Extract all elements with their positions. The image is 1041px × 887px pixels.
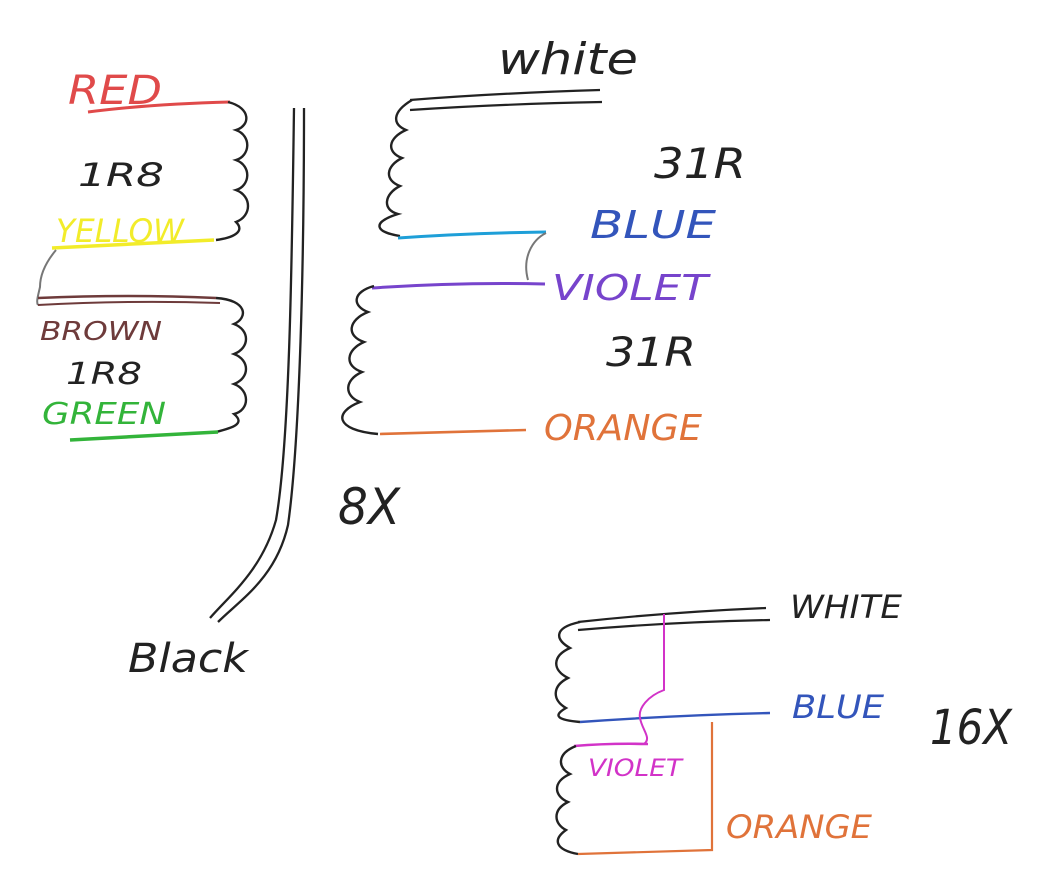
violet-link-16x <box>638 614 665 745</box>
blue-wire-16x <box>579 711 771 724</box>
coil-1 <box>215 100 250 242</box>
core-line-left <box>209 107 296 619</box>
orange-wire <box>379 428 527 436</box>
label-white: white <box>498 34 638 85</box>
label-1r8-top: 1R8 <box>78 156 164 194</box>
label-red: RED <box>68 68 162 114</box>
red-wire <box>87 100 231 114</box>
white-wire-top <box>409 88 601 102</box>
label-1r8-bottom: 1R8 <box>66 357 142 392</box>
brown-wire-top <box>37 294 217 300</box>
brown-wire-bottom <box>37 300 221 306</box>
coil-c <box>554 620 581 724</box>
gray-jumper <box>36 249 57 306</box>
yellow-wire <box>51 238 215 250</box>
orange-wire-16x <box>577 722 714 856</box>
label-violet-16x: VIOLET <box>588 754 685 782</box>
label-blue: BLUE <box>590 203 716 247</box>
right-16x-group <box>554 606 771 856</box>
label-white-16x: WHITE <box>790 588 903 626</box>
green-wire <box>69 430 219 442</box>
label-green: GREEN <box>42 397 166 432</box>
blue-wire <box>397 230 547 240</box>
label-black: Black <box>128 636 250 682</box>
label-yellow: YELLOW <box>56 212 185 250</box>
coil-b <box>341 284 379 436</box>
core-lines <box>209 107 306 623</box>
label-8x: 8X <box>338 478 402 536</box>
coil-d <box>555 744 579 856</box>
white-wire-16x-top <box>577 606 767 624</box>
violet-wire-16x <box>573 742 649 748</box>
left-winding-group <box>36 100 250 442</box>
white-wire-bottom <box>409 100 603 112</box>
label-violet: VIOLET <box>552 268 712 309</box>
coil-a <box>378 98 413 238</box>
label-16x: 16X <box>930 700 1013 756</box>
white-wire-16x-bottom <box>577 618 771 632</box>
label-31r-bottom: 31R <box>606 330 696 376</box>
label-orange: ORANGE <box>544 408 702 449</box>
label-orange-16x: ORANGE <box>726 808 873 846</box>
label-blue-16x: BLUE <box>792 688 885 726</box>
coil-2 <box>215 296 248 434</box>
core-line-right <box>217 107 306 623</box>
right-8x-group <box>341 88 603 436</box>
label-31r-top: 31R <box>654 139 746 188</box>
label-brown: BROWN <box>40 317 162 347</box>
violet-wire <box>371 282 546 290</box>
gray-jumper-right <box>525 232 547 281</box>
